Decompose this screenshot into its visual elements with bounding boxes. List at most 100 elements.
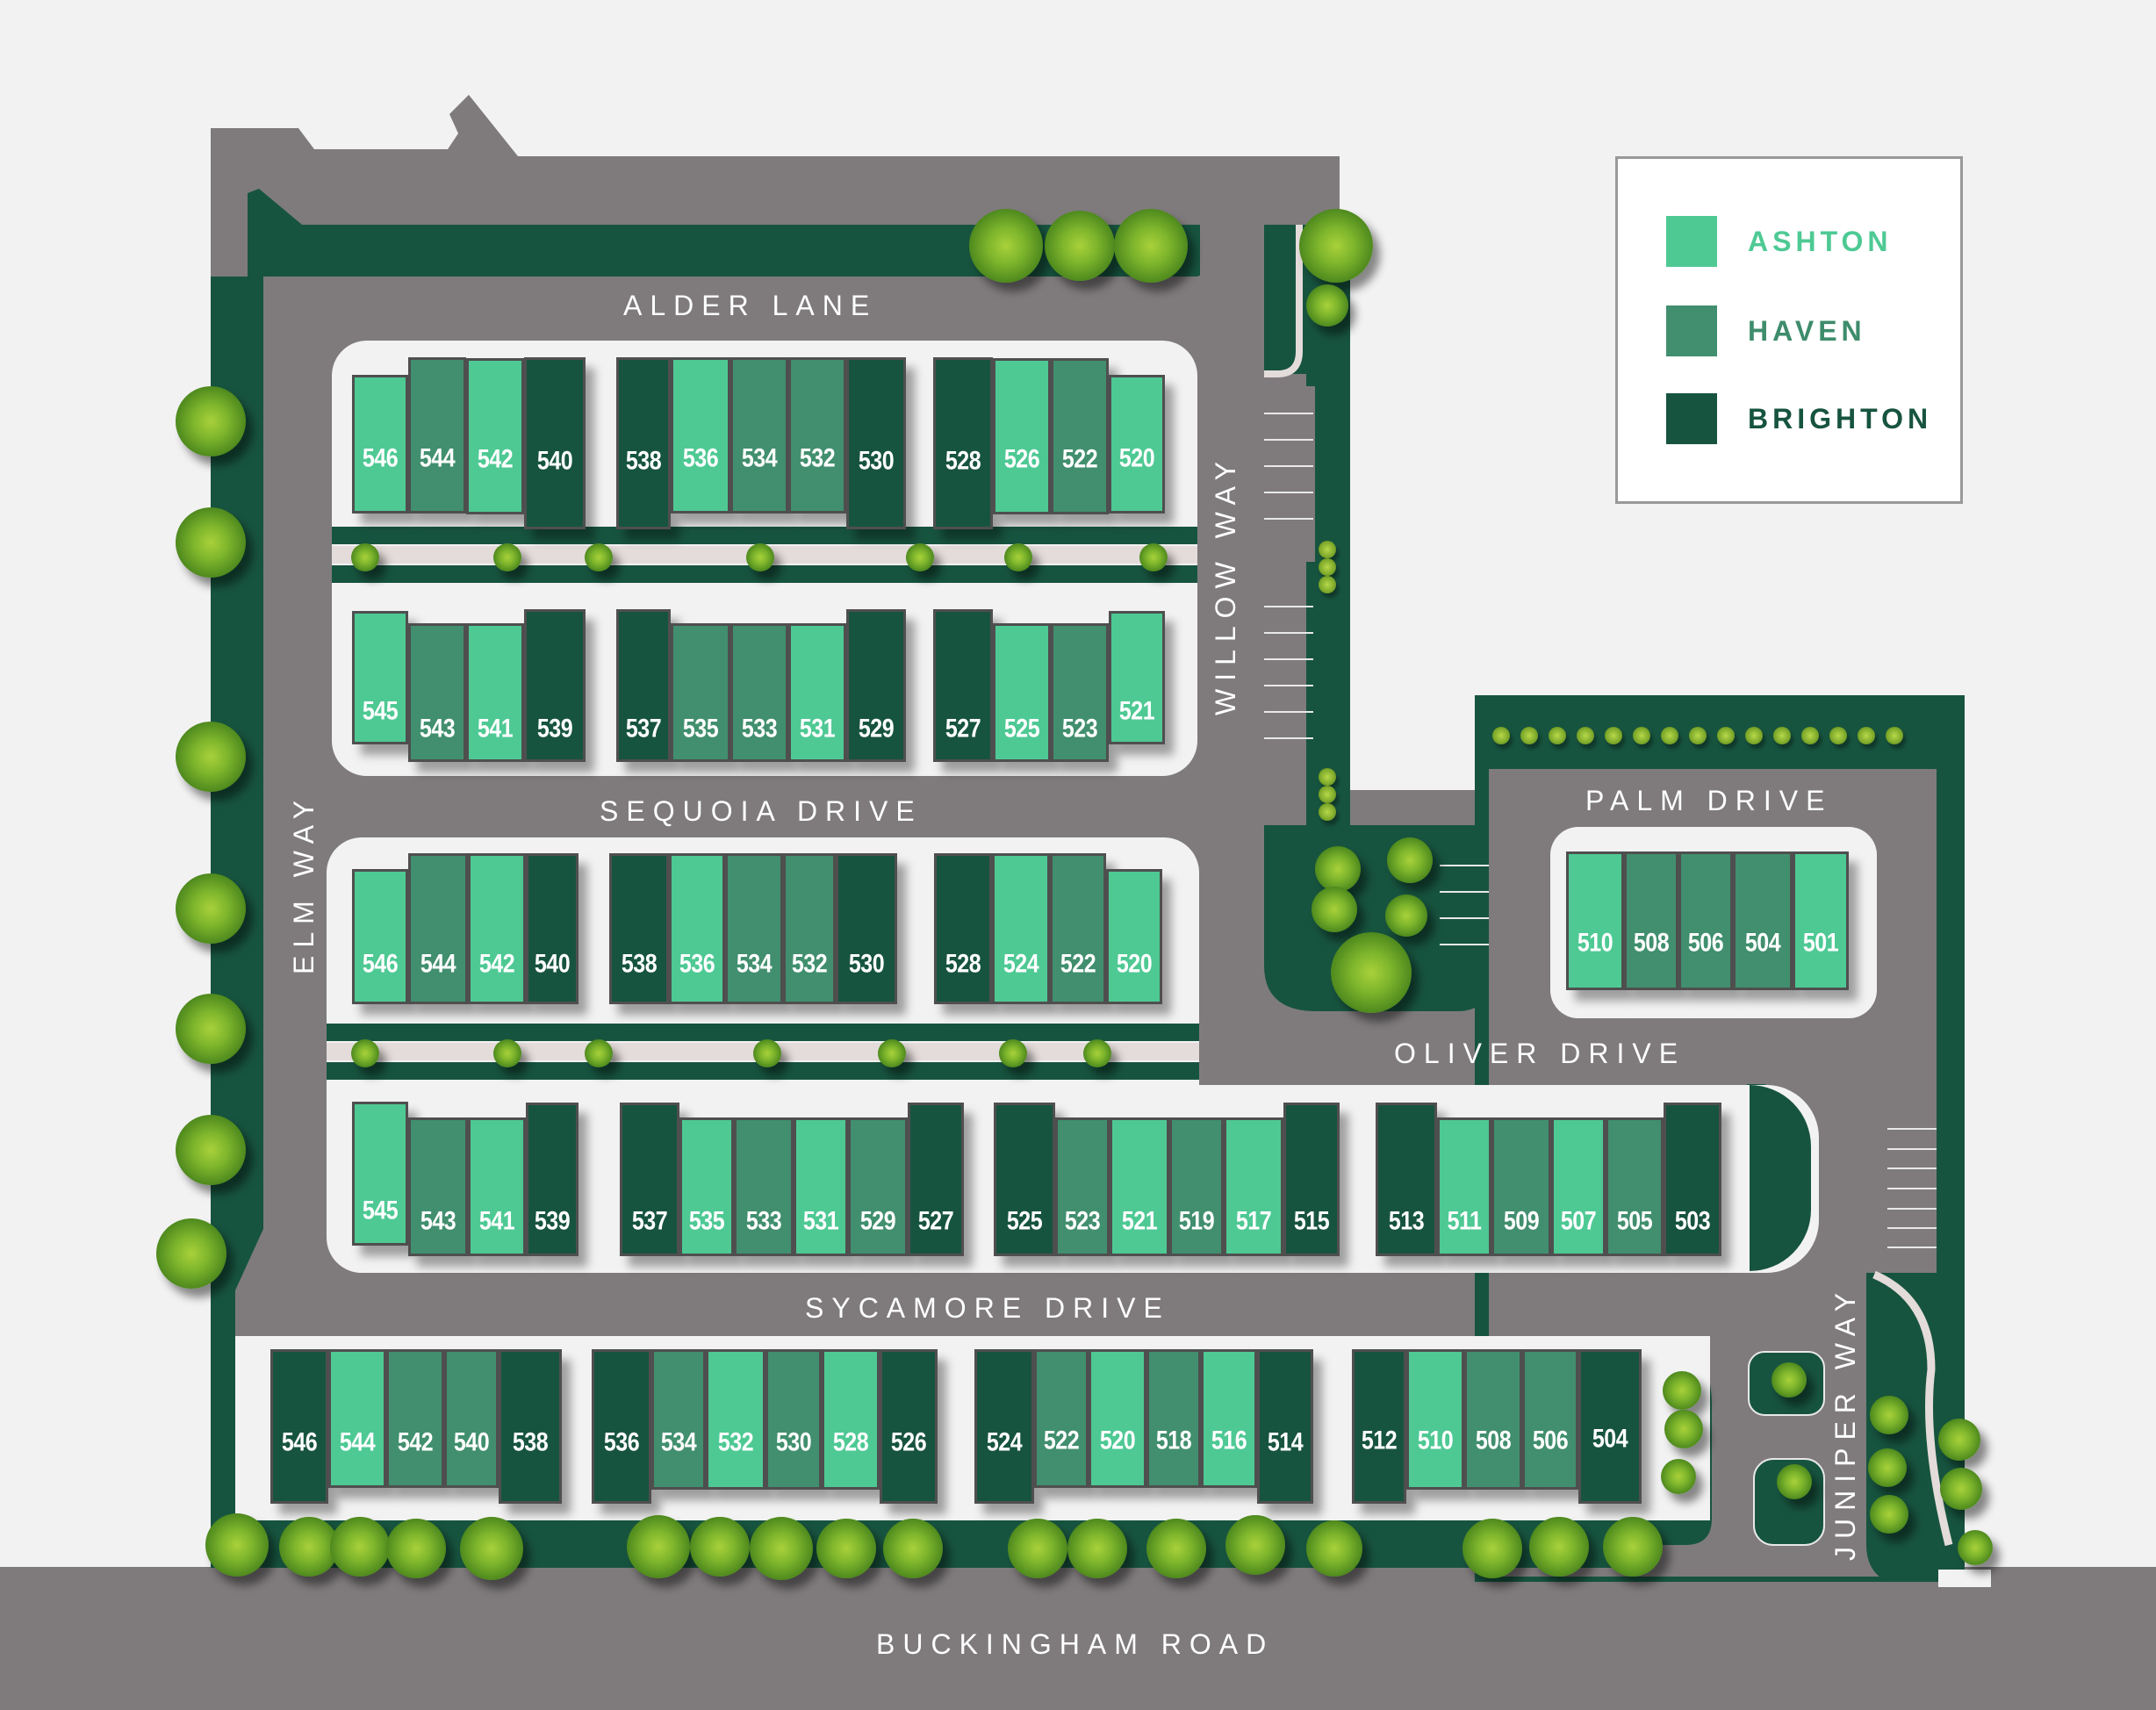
lot-511[interactable]: 511	[1437, 1117, 1491, 1256]
lot-527[interactable]: 527	[933, 609, 993, 762]
legend-item-ashton[interactable]: ASHTON	[1666, 216, 1893, 267]
lot-529[interactable]: 529	[846, 609, 906, 762]
lot-540[interactable]: 540	[526, 853, 579, 1004]
lot-521[interactable]: 521	[1110, 1117, 1169, 1256]
lot-523[interactable]: 523	[1055, 1117, 1110, 1256]
lot-546[interactable]: 546	[352, 375, 408, 514]
lot-528[interactable]: 528	[822, 1349, 880, 1490]
lot-540[interactable]: 540	[524, 357, 586, 529]
lot-538[interactable]: 538	[609, 853, 669, 1004]
lot-522[interactable]: 522	[1050, 853, 1106, 1004]
lot-517[interactable]: 517	[1224, 1117, 1283, 1256]
lot-524[interactable]: 524	[974, 1349, 1034, 1504]
lot-510[interactable]: 510	[1406, 1349, 1464, 1490]
lot-541[interactable]: 541	[466, 623, 524, 762]
lot-525[interactable]: 525	[993, 623, 1051, 762]
lot-506[interactable]: 506	[1678, 851, 1733, 990]
lot-540[interactable]: 540	[444, 1349, 499, 1488]
lot-542[interactable]: 542	[386, 1349, 444, 1488]
lot-514[interactable]: 514	[1257, 1349, 1313, 1504]
lot-503[interactable]: 503	[1664, 1103, 1721, 1256]
lot-544[interactable]: 544	[408, 357, 466, 514]
lot-520[interactable]: 520	[1089, 1349, 1146, 1488]
lot-533[interactable]: 533	[730, 623, 788, 762]
lot-number: 543	[420, 1206, 456, 1236]
lot-520[interactable]: 520	[1106, 869, 1162, 1004]
lot-519[interactable]: 519	[1169, 1117, 1224, 1256]
lot-527[interactable]: 527	[908, 1103, 964, 1256]
lot-533[interactable]: 533	[734, 1117, 794, 1256]
lot-509[interactable]: 509	[1491, 1117, 1551, 1256]
lot-508[interactable]: 508	[1464, 1349, 1522, 1490]
lot-530[interactable]: 530	[765, 1349, 822, 1490]
lot-545[interactable]: 545	[352, 611, 408, 744]
lot-526[interactable]: 526	[993, 358, 1051, 514]
lot-546[interactable]: 546	[270, 1349, 328, 1504]
lot-545[interactable]: 545	[352, 1102, 408, 1246]
lot-537[interactable]: 537	[616, 609, 671, 762]
lot-536[interactable]: 536	[671, 357, 730, 514]
lot-504[interactable]: 504	[1733, 851, 1793, 990]
tree-icon	[1067, 1519, 1127, 1578]
lot-504[interactable]: 504	[1578, 1349, 1642, 1504]
lot-546[interactable]: 546	[352, 869, 408, 1004]
lot-535[interactable]: 535	[679, 1117, 734, 1256]
lot-513[interactable]: 513	[1376, 1103, 1437, 1256]
lot-number: 536	[679, 949, 715, 979]
lot-538[interactable]: 538	[499, 1349, 562, 1504]
lot-501[interactable]: 501	[1793, 851, 1849, 990]
lot-535[interactable]: 535	[671, 623, 730, 762]
lot-544[interactable]: 544	[408, 853, 468, 1004]
lot-529[interactable]: 529	[848, 1117, 908, 1256]
lot-534[interactable]: 534	[651, 1349, 706, 1490]
lot-532[interactable]: 532	[788, 357, 846, 514]
lot-534[interactable]: 534	[725, 853, 783, 1004]
lot-523[interactable]: 523	[1051, 623, 1109, 762]
lot-525[interactable]: 525	[994, 1103, 1055, 1256]
lot-534[interactable]: 534	[730, 357, 788, 514]
lot-number: 537	[625, 714, 662, 744]
lot-505[interactable]: 505	[1606, 1117, 1664, 1256]
lot-521[interactable]: 521	[1109, 611, 1165, 744]
lot-530[interactable]: 530	[836, 853, 897, 1004]
lot-515[interactable]: 515	[1283, 1103, 1340, 1256]
lot-516[interactable]: 516	[1201, 1349, 1257, 1488]
lot-537[interactable]: 537	[620, 1103, 679, 1256]
lot-528[interactable]: 528	[933, 357, 993, 529]
lot-543[interactable]: 543	[408, 623, 466, 762]
tree-icon	[1661, 1459, 1696, 1494]
lot-512[interactable]: 512	[1352, 1349, 1406, 1504]
lot-530[interactable]: 530	[846, 357, 906, 529]
lot-539[interactable]: 539	[524, 609, 586, 762]
lot-531[interactable]: 531	[788, 623, 846, 762]
lot-542[interactable]: 542	[468, 853, 526, 1004]
lot-510[interactable]: 510	[1566, 851, 1624, 990]
legend-item-haven[interactable]: HAVEN	[1666, 305, 1866, 356]
lot-544[interactable]: 544	[328, 1349, 386, 1488]
lot-526[interactable]: 526	[880, 1349, 938, 1504]
road-label-willow-way: WILLOW WAY	[1210, 454, 1241, 715]
lot-522[interactable]: 522	[1034, 1349, 1089, 1488]
lot-528[interactable]: 528	[934, 853, 992, 1004]
lot-507[interactable]: 507	[1551, 1117, 1606, 1256]
lot-522[interactable]: 522	[1051, 358, 1109, 514]
lot-532[interactable]: 532	[783, 853, 836, 1004]
lot-539[interactable]: 539	[526, 1103, 579, 1256]
legend-item-brighton[interactable]: BRIGHTON	[1666, 393, 1932, 444]
lot-518[interactable]: 518	[1146, 1349, 1201, 1488]
lot-536[interactable]: 536	[592, 1349, 651, 1504]
tree-icon	[1663, 1371, 1701, 1410]
lot-508[interactable]: 508	[1624, 851, 1678, 990]
lot-542[interactable]: 542	[466, 358, 524, 514]
lot-number: 508	[1633, 928, 1670, 958]
lot-506[interactable]: 506	[1522, 1349, 1578, 1490]
lot-538[interactable]: 538	[616, 357, 671, 529]
lot-520[interactable]: 520	[1109, 375, 1165, 514]
lot-531[interactable]: 531	[794, 1117, 848, 1256]
lot-524[interactable]: 524	[992, 853, 1050, 1004]
lot-536[interactable]: 536	[669, 853, 725, 1004]
lot-532[interactable]: 532	[706, 1349, 765, 1490]
lot-543[interactable]: 543	[408, 1117, 468, 1256]
lot-541[interactable]: 541	[468, 1117, 526, 1256]
shrub-icon	[1520, 727, 1538, 744]
